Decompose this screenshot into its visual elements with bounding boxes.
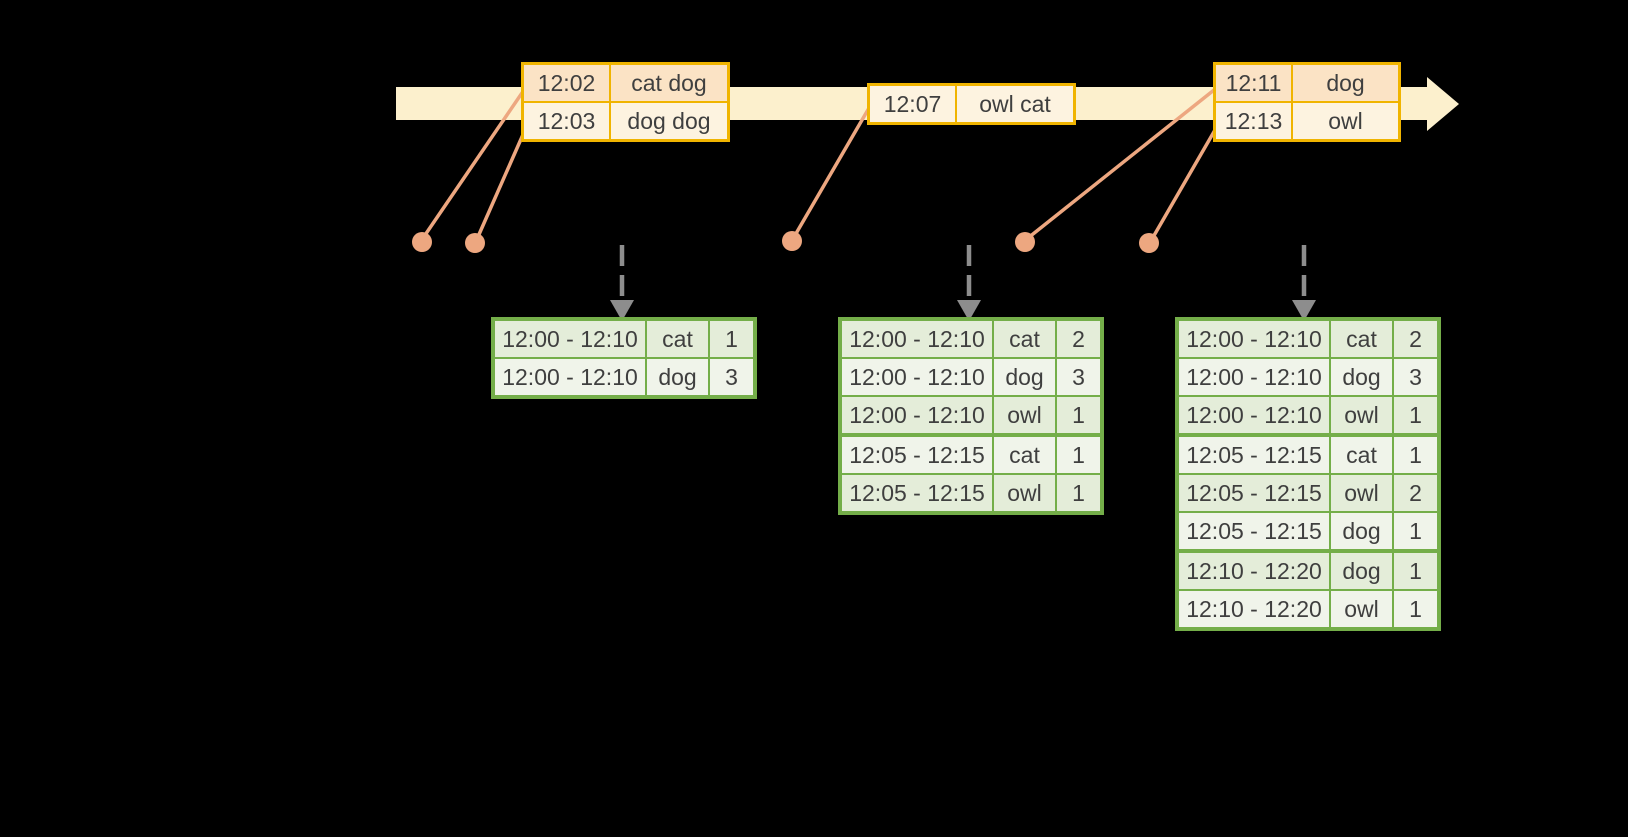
- window-cell: 12:05 - 12:15: [839, 434, 994, 475]
- event-words-cell: owl cat: [955, 83, 1076, 125]
- count-cell: 1: [1055, 473, 1103, 514]
- result-row: 12:00 - 12:10 cat 1: [492, 318, 756, 359]
- result-table-1: 12:00 - 12:10 cat 1 12:00 - 12:10 dog 3: [491, 317, 757, 399]
- word-cell: cat: [992, 318, 1057, 359]
- word-cell: cat: [1329, 318, 1394, 359]
- result-row: 12:00 - 12:10 owl 1: [839, 395, 1103, 437]
- leader-line: [792, 107, 871, 238]
- result-table-2: 12:00 - 12:10 cat 2 12:00 - 12:10 dog 3 …: [838, 317, 1104, 515]
- window-cell: 12:05 - 12:15: [1176, 511, 1331, 553]
- result-row: 12:10 - 12:20 dog 1: [1176, 550, 1440, 591]
- count-cell: 1: [1392, 434, 1440, 475]
- window-cell: 12:05 - 12:15: [1176, 473, 1331, 513]
- word-cell: dog: [645, 357, 710, 398]
- result-row: 12:05 - 12:15 cat 1: [839, 434, 1103, 475]
- window-cell: 12:00 - 12:10: [839, 357, 994, 397]
- count-cell: 1: [1392, 511, 1440, 553]
- window-cell: 12:05 - 12:15: [1176, 434, 1331, 475]
- event-table-3: 12:11 dog 12:13 owl: [1213, 62, 1401, 142]
- result-row: 12:00 - 12:10 dog 3: [839, 357, 1103, 397]
- window-cell: 12:00 - 12:10: [1176, 357, 1331, 397]
- word-cell: dog: [1329, 511, 1394, 553]
- event-words-cell: owl: [1291, 101, 1401, 142]
- event-table-1: 12:02 cat dog 12:03 dog dog: [521, 62, 730, 142]
- count-cell: 3: [708, 357, 756, 398]
- count-cell: 2: [1055, 318, 1103, 359]
- result-row: 12:05 - 12:15 owl 2: [1176, 473, 1440, 513]
- word-cell: cat: [992, 434, 1057, 475]
- result-row: 12:05 - 12:15 cat 1: [1176, 434, 1440, 475]
- event-dot: [465, 233, 485, 253]
- word-cell: owl: [992, 473, 1057, 514]
- word-cell: cat: [1329, 434, 1394, 475]
- window-cell: 12:10 - 12:20: [1176, 589, 1331, 630]
- trigger-arrows: [619, 245, 1307, 299]
- event-dots: [412, 231, 1159, 253]
- window-cell: 12:00 - 12:10: [839, 318, 994, 359]
- count-cell: 1: [1055, 434, 1103, 475]
- result-table-3: 12:00 - 12:10 cat 2 12:00 - 12:10 dog 3 …: [1175, 317, 1441, 631]
- event-time-cell: 12:07: [867, 83, 957, 125]
- result-row: 12:05 - 12:15 owl 1: [839, 473, 1103, 514]
- count-cell: 2: [1392, 473, 1440, 513]
- event-dot: [1015, 232, 1035, 252]
- event-words-cell: dog: [1291, 62, 1401, 103]
- count-cell: 1: [1392, 550, 1440, 591]
- event-table-2: 12:07 owl cat: [867, 83, 1076, 125]
- event-row: 12:03 dog dog: [521, 101, 730, 142]
- leader-line: [1150, 129, 1217, 240]
- event-row: 12:07 owl cat: [867, 83, 1076, 125]
- window-cell: 12:00 - 12:10: [492, 357, 647, 398]
- event-row: 12:13 owl: [1213, 101, 1401, 142]
- count-cell: 3: [1392, 357, 1440, 397]
- event-dot: [412, 232, 432, 252]
- result-row: 12:00 - 12:10 cat 2: [839, 318, 1103, 359]
- count-cell: 2: [1392, 318, 1440, 359]
- word-cell: dog: [1329, 550, 1394, 591]
- result-row: 12:00 - 12:10 dog 3: [492, 357, 756, 398]
- result-row: 12:00 - 12:10 dog 3: [1176, 357, 1440, 397]
- event-time-cell: 12:11: [1213, 62, 1293, 103]
- word-cell: dog: [992, 357, 1057, 397]
- event-time-cell: 12:13: [1213, 101, 1293, 142]
- event-words-cell: dog dog: [609, 101, 730, 142]
- word-cell: owl: [1329, 473, 1394, 513]
- count-cell: 1: [1392, 395, 1440, 437]
- word-cell: dog: [1329, 357, 1394, 397]
- event-row: 12:02 cat dog: [521, 62, 730, 103]
- window-cell: 12:05 - 12:15: [839, 473, 994, 514]
- result-row: 12:05 - 12:15 dog 1: [1176, 511, 1440, 553]
- word-cell: cat: [645, 318, 710, 359]
- count-cell: 1: [1392, 589, 1440, 630]
- event-time-cell: 12:03: [521, 101, 611, 142]
- result-row: 12:10 - 12:20 owl 1: [1176, 589, 1440, 630]
- event-words-cell: cat dog: [609, 62, 730, 103]
- event-dot: [782, 231, 802, 251]
- result-row: 12:00 - 12:10 owl 1: [1176, 395, 1440, 437]
- count-cell: 1: [1055, 395, 1103, 437]
- window-cell: 12:00 - 12:10: [1176, 318, 1331, 359]
- count-cell: 3: [1055, 357, 1103, 397]
- timeline-arrowhead-icon: [1427, 77, 1459, 131]
- word-cell: owl: [1329, 395, 1394, 437]
- event-dot: [1139, 233, 1159, 253]
- count-cell: 1: [708, 318, 756, 359]
- result-row: 12:00 - 12:10 cat 2: [1176, 318, 1440, 359]
- window-cell: 12:00 - 12:10: [492, 318, 647, 359]
- word-cell: owl: [992, 395, 1057, 437]
- window-cell: 12:10 - 12:20: [1176, 550, 1331, 591]
- window-cell: 12:00 - 12:10: [1176, 395, 1331, 437]
- event-time-cell: 12:02: [521, 62, 611, 103]
- leader-line: [475, 129, 527, 240]
- event-row: 12:11 dog: [1213, 62, 1401, 103]
- window-cell: 12:00 - 12:10: [839, 395, 994, 437]
- word-cell: owl: [1329, 589, 1394, 630]
